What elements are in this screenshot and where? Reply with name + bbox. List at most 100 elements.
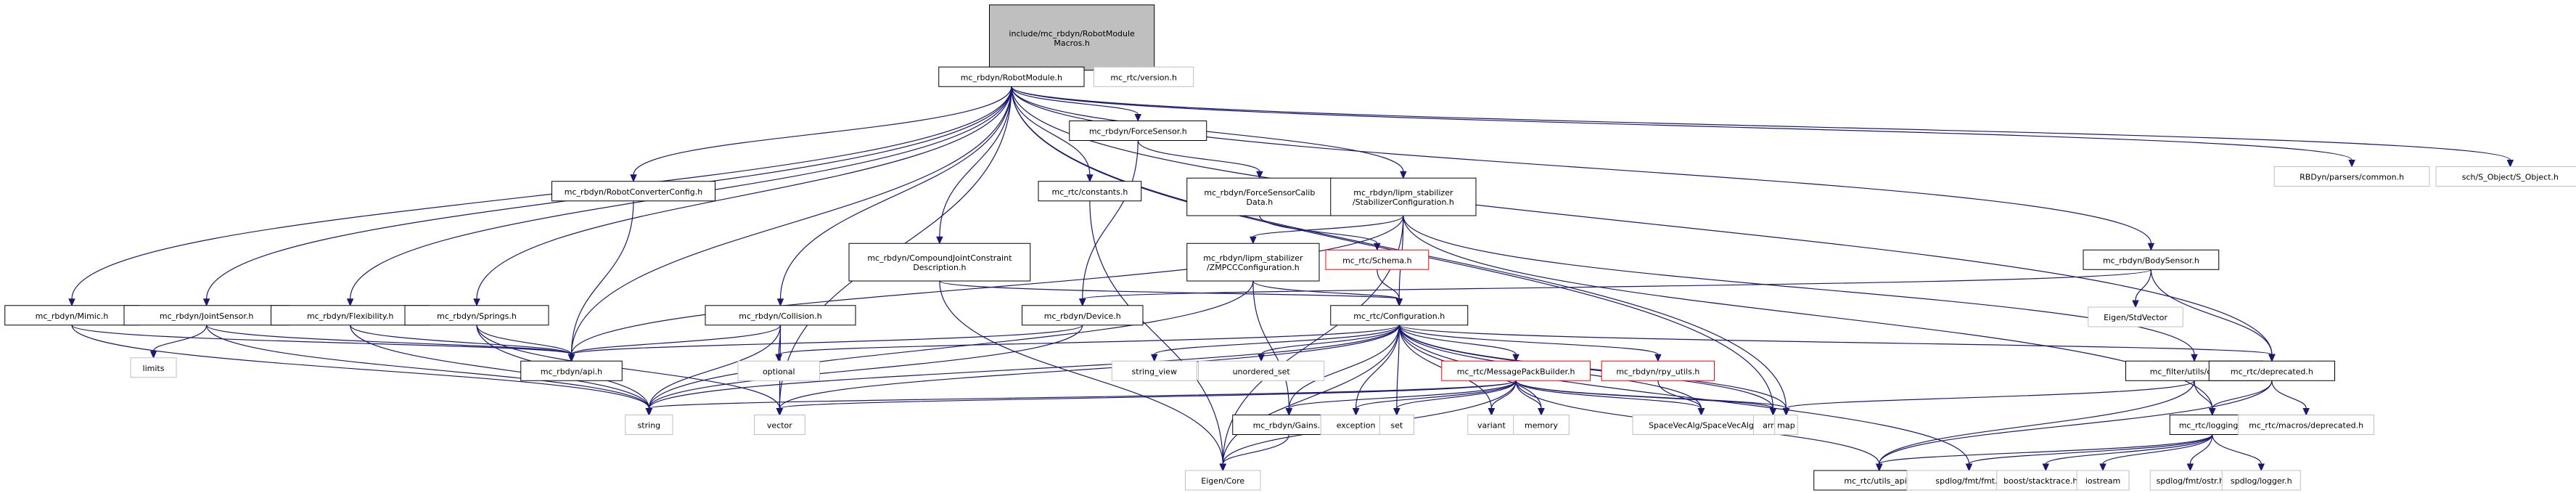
node-label: RBDyn/parsers/common.h (2300, 173, 2404, 182)
edge-line (1011, 86, 2353, 160)
edge-configuration-to-fmt (1398, 325, 1973, 472)
node-box (2076, 470, 2130, 491)
edge-line (1288, 380, 1517, 410)
node-label: mc_rbdyn/Collision.h (739, 311, 822, 321)
edge-robotmodule-to-stabconf (1011, 86, 1407, 179)
node-label: include/mc_rbdyn/RobotModule (1009, 29, 1135, 38)
arrowhead-icon (149, 351, 157, 359)
edge-line (1515, 380, 1702, 410)
node-springs[interactable]: mc_rbdyn/Springs.h (404, 305, 549, 326)
arrowhead-icon (645, 408, 653, 416)
edge-mimic-to-api (71, 325, 575, 362)
edge-logging-to-logger (2212, 434, 2265, 472)
edge-line (1252, 280, 1289, 409)
edges-layer (68, 60, 2514, 472)
node-box (520, 360, 623, 381)
edge-line (1396, 380, 1517, 410)
edge-line (2045, 434, 2213, 465)
node-stabconf[interactable]: mc_rbdyn/lipm_stabilizer/StabilizerConfi… (1330, 177, 1477, 216)
edge-robotmodule-to-robotconverter (630, 86, 1012, 182)
arrowhead-icon (1219, 463, 1227, 472)
edge-deprecated-to-macrosdep (2271, 380, 2310, 416)
node-jointsensor[interactable]: mc_rbdyn/JointSensor.h (123, 305, 290, 326)
arrowhead-icon (2268, 354, 2276, 362)
edge-line (570, 86, 1012, 355)
node-label: mc_rtc/version.h (1110, 73, 1177, 82)
edge-msgpack-to-sva (1515, 380, 1705, 416)
node-box (1022, 305, 1144, 326)
node-collision[interactable]: mc_rbdyn/Collision.h (705, 305, 856, 326)
edge-line (350, 325, 573, 355)
node-memory: memory (1513, 415, 1570, 435)
arrowhead-icon (1769, 408, 1777, 416)
edge-line (152, 325, 208, 351)
node-box (625, 415, 673, 435)
arrowhead-icon (1400, 171, 1407, 179)
edge-line (350, 325, 649, 409)
node-label: mc_rbdyn/BodySensor.h (2103, 256, 2199, 265)
node-compound[interactable]: mc_rbdyn/CompoundJointConstraintDescript… (848, 243, 1031, 282)
node-deprecated[interactable]: mc_rtc/deprecated.h (2208, 360, 2335, 381)
edge-line (1252, 215, 1404, 237)
node-limits: limits (130, 357, 177, 378)
node-device[interactable]: mc_rbdyn/Device.h (1022, 305, 1144, 326)
node-box (848, 243, 1031, 282)
node-bodysensor[interactable]: mc_rbdyn/BodySensor.h (2083, 249, 2220, 270)
edge-line (71, 86, 1012, 299)
edge-line (1082, 269, 2152, 300)
edge-logging-to-ostr (2186, 434, 2213, 472)
node-label: spdlog/logger.h (2231, 476, 2292, 486)
edge-line (1137, 140, 1260, 172)
node-box (1441, 360, 1591, 381)
arrowhead-icon (1654, 354, 1662, 362)
edge-msgpack-to-array (1515, 380, 1777, 416)
node-label: mc_rbdyn/RobotModule.h (961, 73, 1062, 82)
node-mimic[interactable]: mc_rbdyn/Mimic.h (4, 305, 139, 326)
node-zmpcc[interactable]: mc_rbdyn/lipm_stabilizer/ZMPCCConfigurat… (1186, 243, 1320, 282)
arrowhead-icon (630, 174, 637, 182)
arrowhead-icon (1250, 236, 1257, 245)
edge-line (2189, 434, 2213, 465)
node-box (1632, 415, 1771, 435)
node-configuration[interactable]: mc_rtc/Configuration.h (1330, 305, 1469, 326)
node-box (754, 415, 805, 435)
edge-line (1288, 325, 1400, 409)
node-logger: spdlog/logger.h (2221, 470, 2301, 491)
edge-line (779, 86, 1012, 299)
edge-bodysensor-to-device (1078, 269, 2152, 306)
arrowhead-icon (1086, 174, 1094, 182)
arrowhead-icon (1395, 298, 1403, 306)
node-msgpack[interactable]: mc_rtc/MessagePackBuilder.h (1441, 360, 1591, 381)
edge-line (939, 280, 1223, 465)
arrowhead-icon (936, 236, 943, 245)
edge-configuration-to-deprecated (1398, 325, 2276, 362)
node-label: mc_rtc/deprecated.h (2231, 367, 2313, 376)
node-constants[interactable]: mc_rtc/constants.h (1038, 181, 1142, 202)
node-box (1111, 360, 1197, 381)
edge-line (1377, 269, 1400, 299)
node-robotmodule[interactable]: mc_rbdyn/RobotModule.h (938, 66, 1085, 87)
node-forcesensor[interactable]: mc_rbdyn/ForceSensor.h (1069, 121, 1207, 141)
node-robotconverter[interactable]: mc_rbdyn/RobotConverterConfig.h (551, 181, 715, 202)
arrowhead-icon (1285, 408, 1293, 416)
edge-clamp-to-map (1782, 380, 2195, 416)
edge-line (1355, 325, 1400, 409)
edge-configuration-to-eigencore (1219, 325, 1400, 472)
node-box (2238, 415, 2374, 435)
node-api[interactable]: mc_rbdyn/api.h (520, 360, 623, 381)
node-rpy[interactable]: mc_rbdyn/rpy_utils.h (1601, 360, 1715, 381)
arrowhead-icon (2208, 408, 2216, 416)
node-schema[interactable]: mc_rtc/Schema.h (1325, 249, 1429, 270)
arrowhead-icon (1875, 463, 1883, 472)
node-box (1094, 66, 1194, 87)
node-optional: optional (737, 360, 820, 381)
node-label: sch/S_Object/S_Object.h (2462, 173, 2559, 182)
node-ostr: spdlog/fmt/ostr.h (2149, 470, 2231, 491)
node-label: Eigen/StdVector (2104, 313, 2167, 322)
node-label: mc_rbdyn/Gains.h (1253, 421, 1325, 431)
node-box (1601, 360, 1715, 381)
edge-line (2271, 380, 2307, 409)
